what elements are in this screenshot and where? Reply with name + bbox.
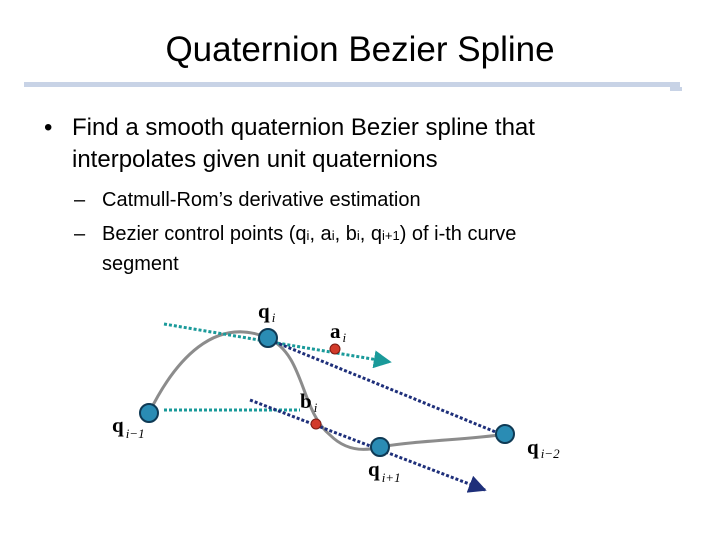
subbullet-line-2: segment [102, 253, 179, 275]
tangent-line-qi [163, 322, 392, 369]
slide-title: Quaternion Bezier Spline [165, 30, 555, 69]
bullet-mark: • [44, 114, 53, 141]
subbullet-text: Catmull-Rom’s derivative estimation [102, 189, 421, 211]
control-point-bi [310, 418, 322, 430]
point-qi-plus-1 [370, 437, 390, 457]
subscript: i+1 [381, 228, 400, 243]
subscript: i [356, 228, 360, 243]
text-part: , b [334, 223, 357, 245]
tangent-line-qi-plus-1-a [269, 338, 499, 435]
subbullet-text: Bezier control points (qi, ai, bi, qi+1)… [102, 220, 682, 278]
bullet-line-1: Find a smooth quaternion Bezier spline t… [72, 114, 535, 141]
point-qi-plus-2 [495, 424, 515, 444]
text-part: , q [359, 223, 382, 245]
title-underline [24, 82, 680, 87]
text-part: ) of i-th curve [399, 223, 517, 245]
point-qi [258, 328, 278, 348]
bullet-text: Find a smooth quaternion Bezier spline t… [72, 112, 672, 176]
text-part: , a [309, 223, 332, 245]
tangent-line-qi-plus-1 [249, 398, 487, 493]
control-point-ai [329, 343, 341, 355]
title-underline-accent [670, 87, 682, 91]
bullet-line-2: interpolates given unit quaternions [72, 146, 438, 173]
subscript: i [331, 228, 335, 243]
spline-curve [147, 330, 506, 451]
subscript: i [306, 228, 310, 243]
text-part: Bezier control points (q [102, 223, 307, 245]
point-qi-minus-1 [139, 403, 159, 423]
subbullet-dash: – [74, 223, 86, 245]
subbullet-line-1: Bezier control points (qi, ai, bi, qi+1)… [102, 220, 682, 250]
subbullet-dash: – [74, 189, 86, 211]
